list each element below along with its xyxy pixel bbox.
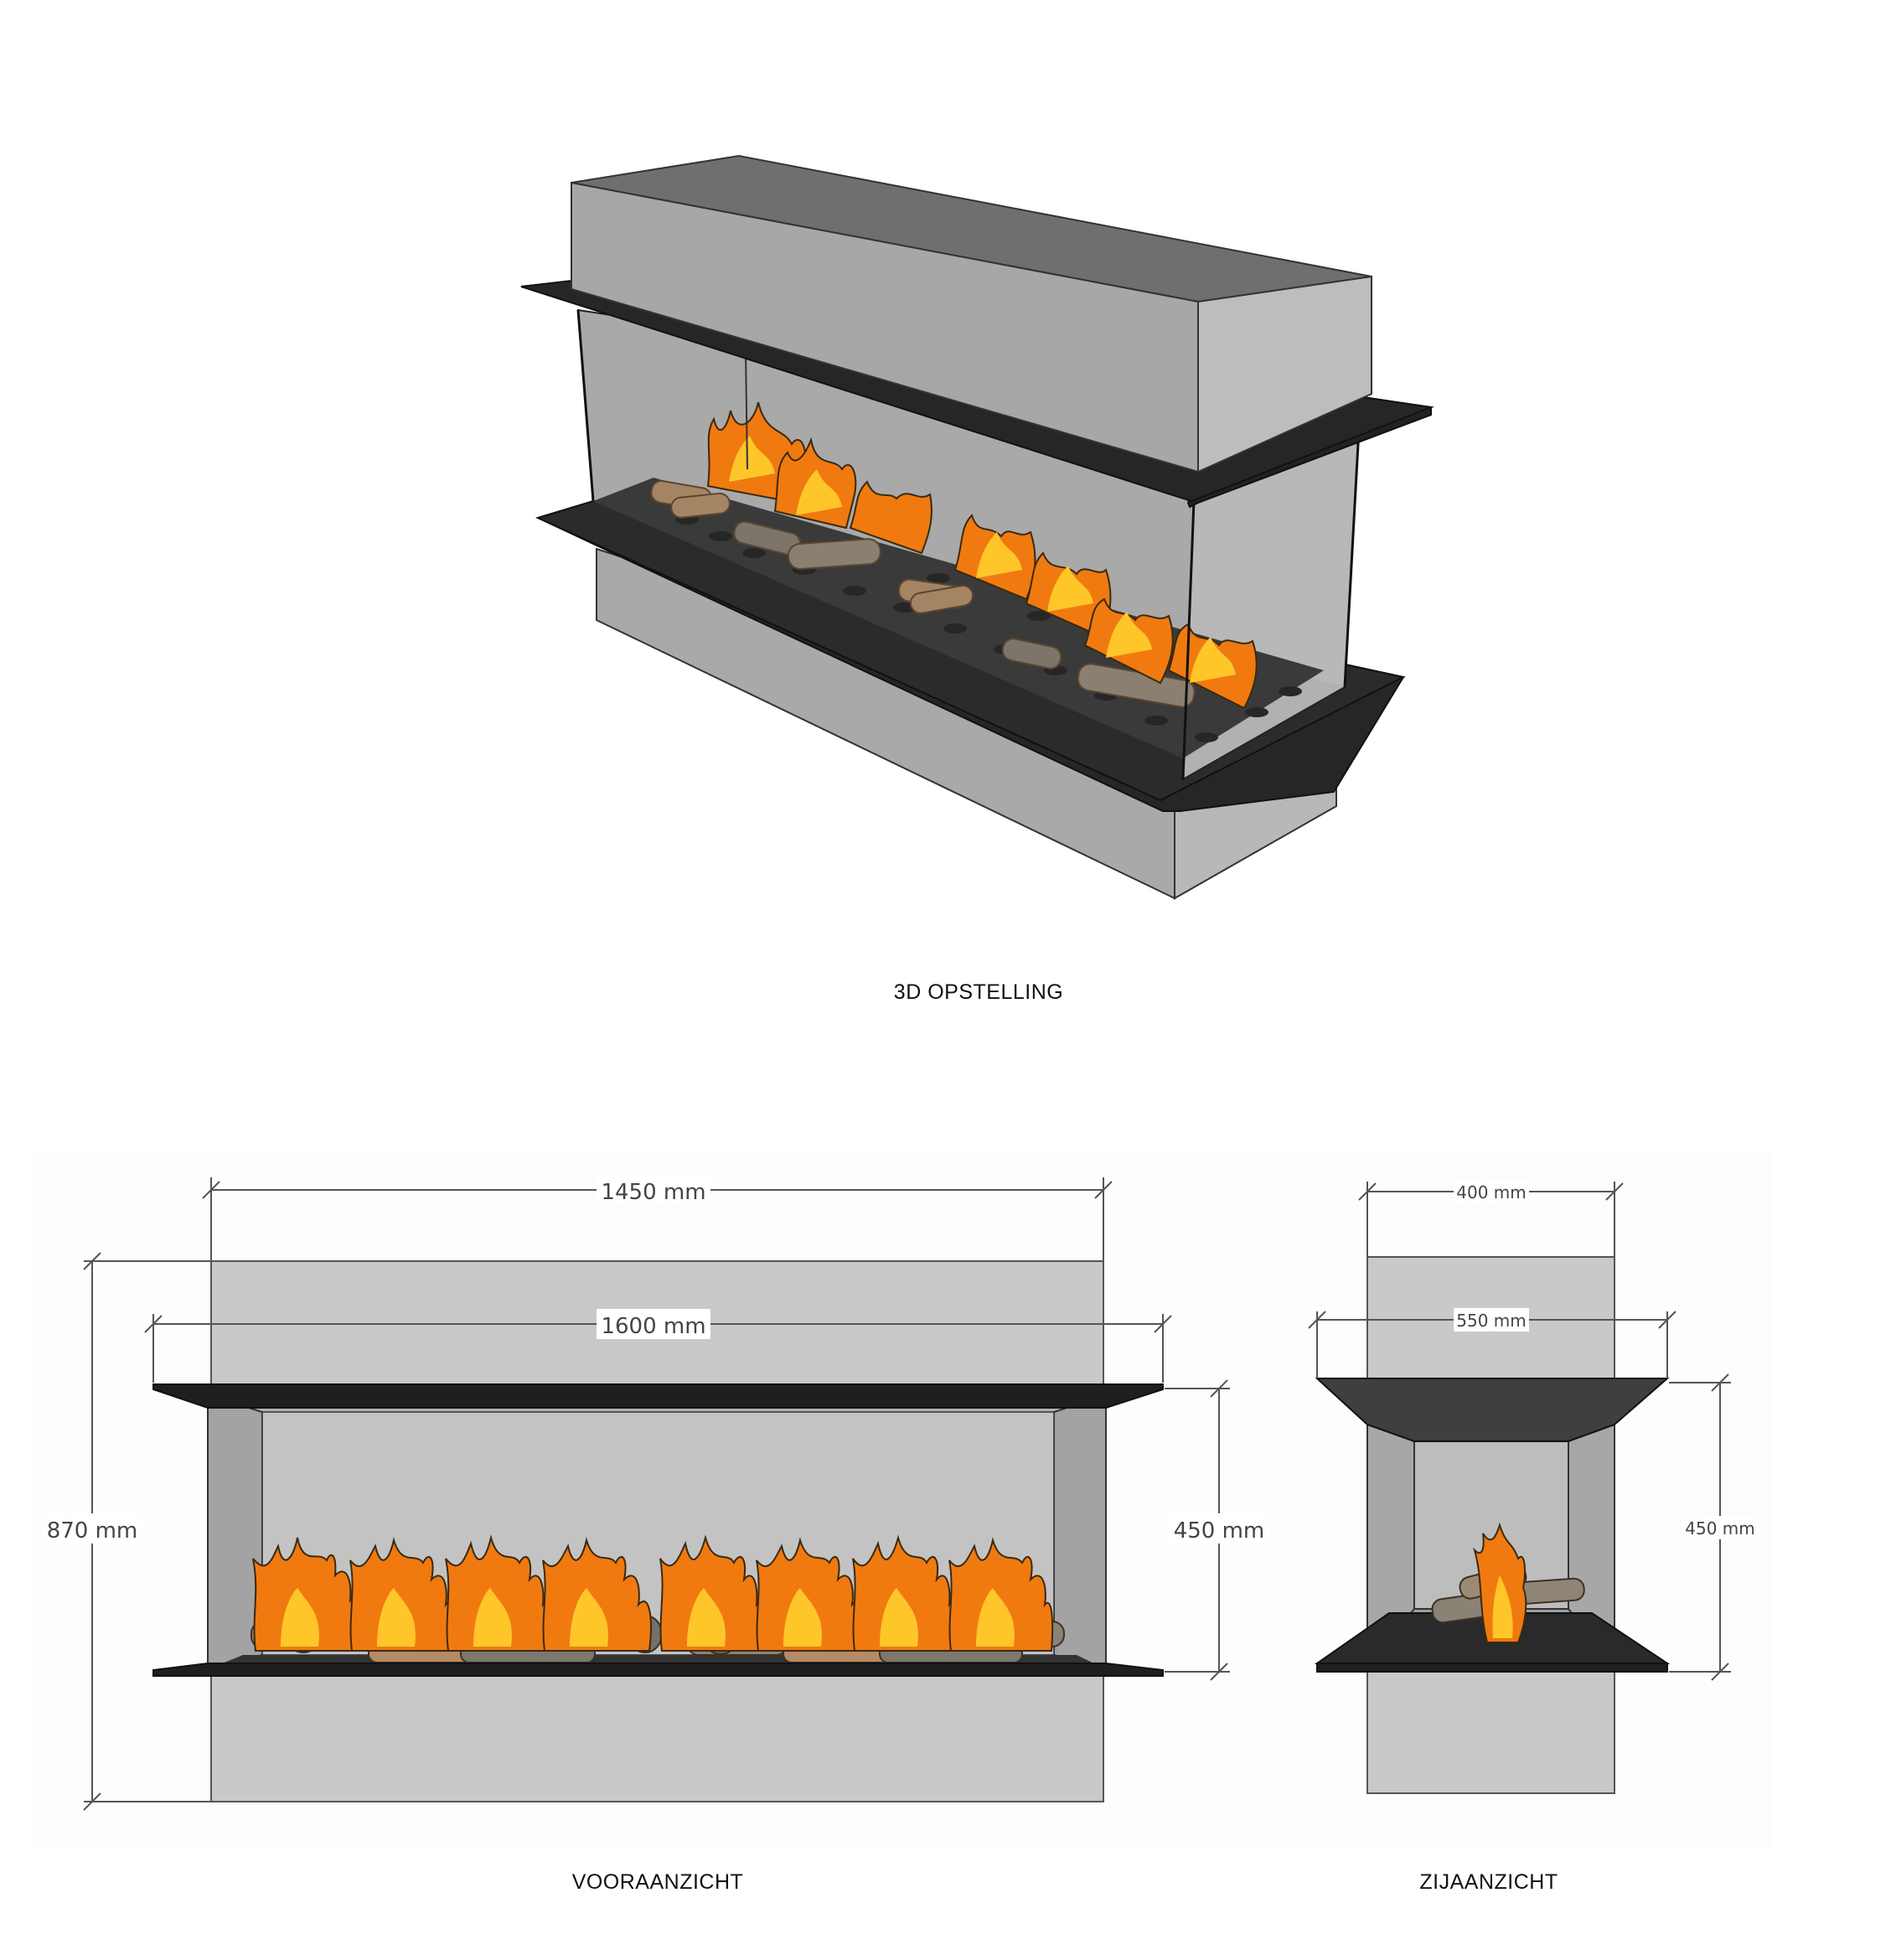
glass-corner-edge [1181, 500, 1196, 780]
side-flames [1472, 1522, 1527, 1643]
dim-width-top: 1450 mm [601, 1180, 705, 1205]
side-bottom-plate [1316, 1663, 1668, 1673]
flames-3d [706, 401, 1258, 710]
glass-front-edge [576, 309, 595, 502]
front-bottom-plate [152, 1663, 1164, 1677]
dim-height-opening: 450 mm [1174, 1518, 1265, 1544]
side-dimension-labels: 400 mm 550 mm 450 mm [1454, 1180, 1758, 1539]
front-top-plate [152, 1383, 1164, 1409]
dim-depth-plate: 550 mm [1456, 1311, 1527, 1331]
caption-side-view: ZIJAANZICHT [1419, 1870, 1558, 1894]
glass-back-edge [745, 351, 748, 470]
logs-3d [650, 479, 1196, 708]
glass-right-edge [1343, 428, 1361, 688]
fireplace-3d-view [520, 154, 1434, 900]
dim-side-height-opening: 450 mm [1685, 1518, 1755, 1539]
caption-3d-view: 3D OPSTELLING [893, 980, 1064, 1004]
dim-width-plate: 1600 mm [601, 1314, 705, 1339]
upper-box-right [1197, 275, 1372, 473]
front-dimension-labels: 1450 mm 1600 mm 870 mm 450 mm [42, 1175, 1269, 1544]
dim-depth-top: 400 mm [1456, 1182, 1527, 1202]
dim-height-total: 870 mm [47, 1518, 138, 1544]
caption-front-view: VOORAANZICHT [571, 1870, 744, 1894]
front-flames [252, 1534, 1054, 1652]
fireplace-front-view: 1450 mm 1600 mm 870 mm 450 mm [34, 1152, 1772, 1848]
